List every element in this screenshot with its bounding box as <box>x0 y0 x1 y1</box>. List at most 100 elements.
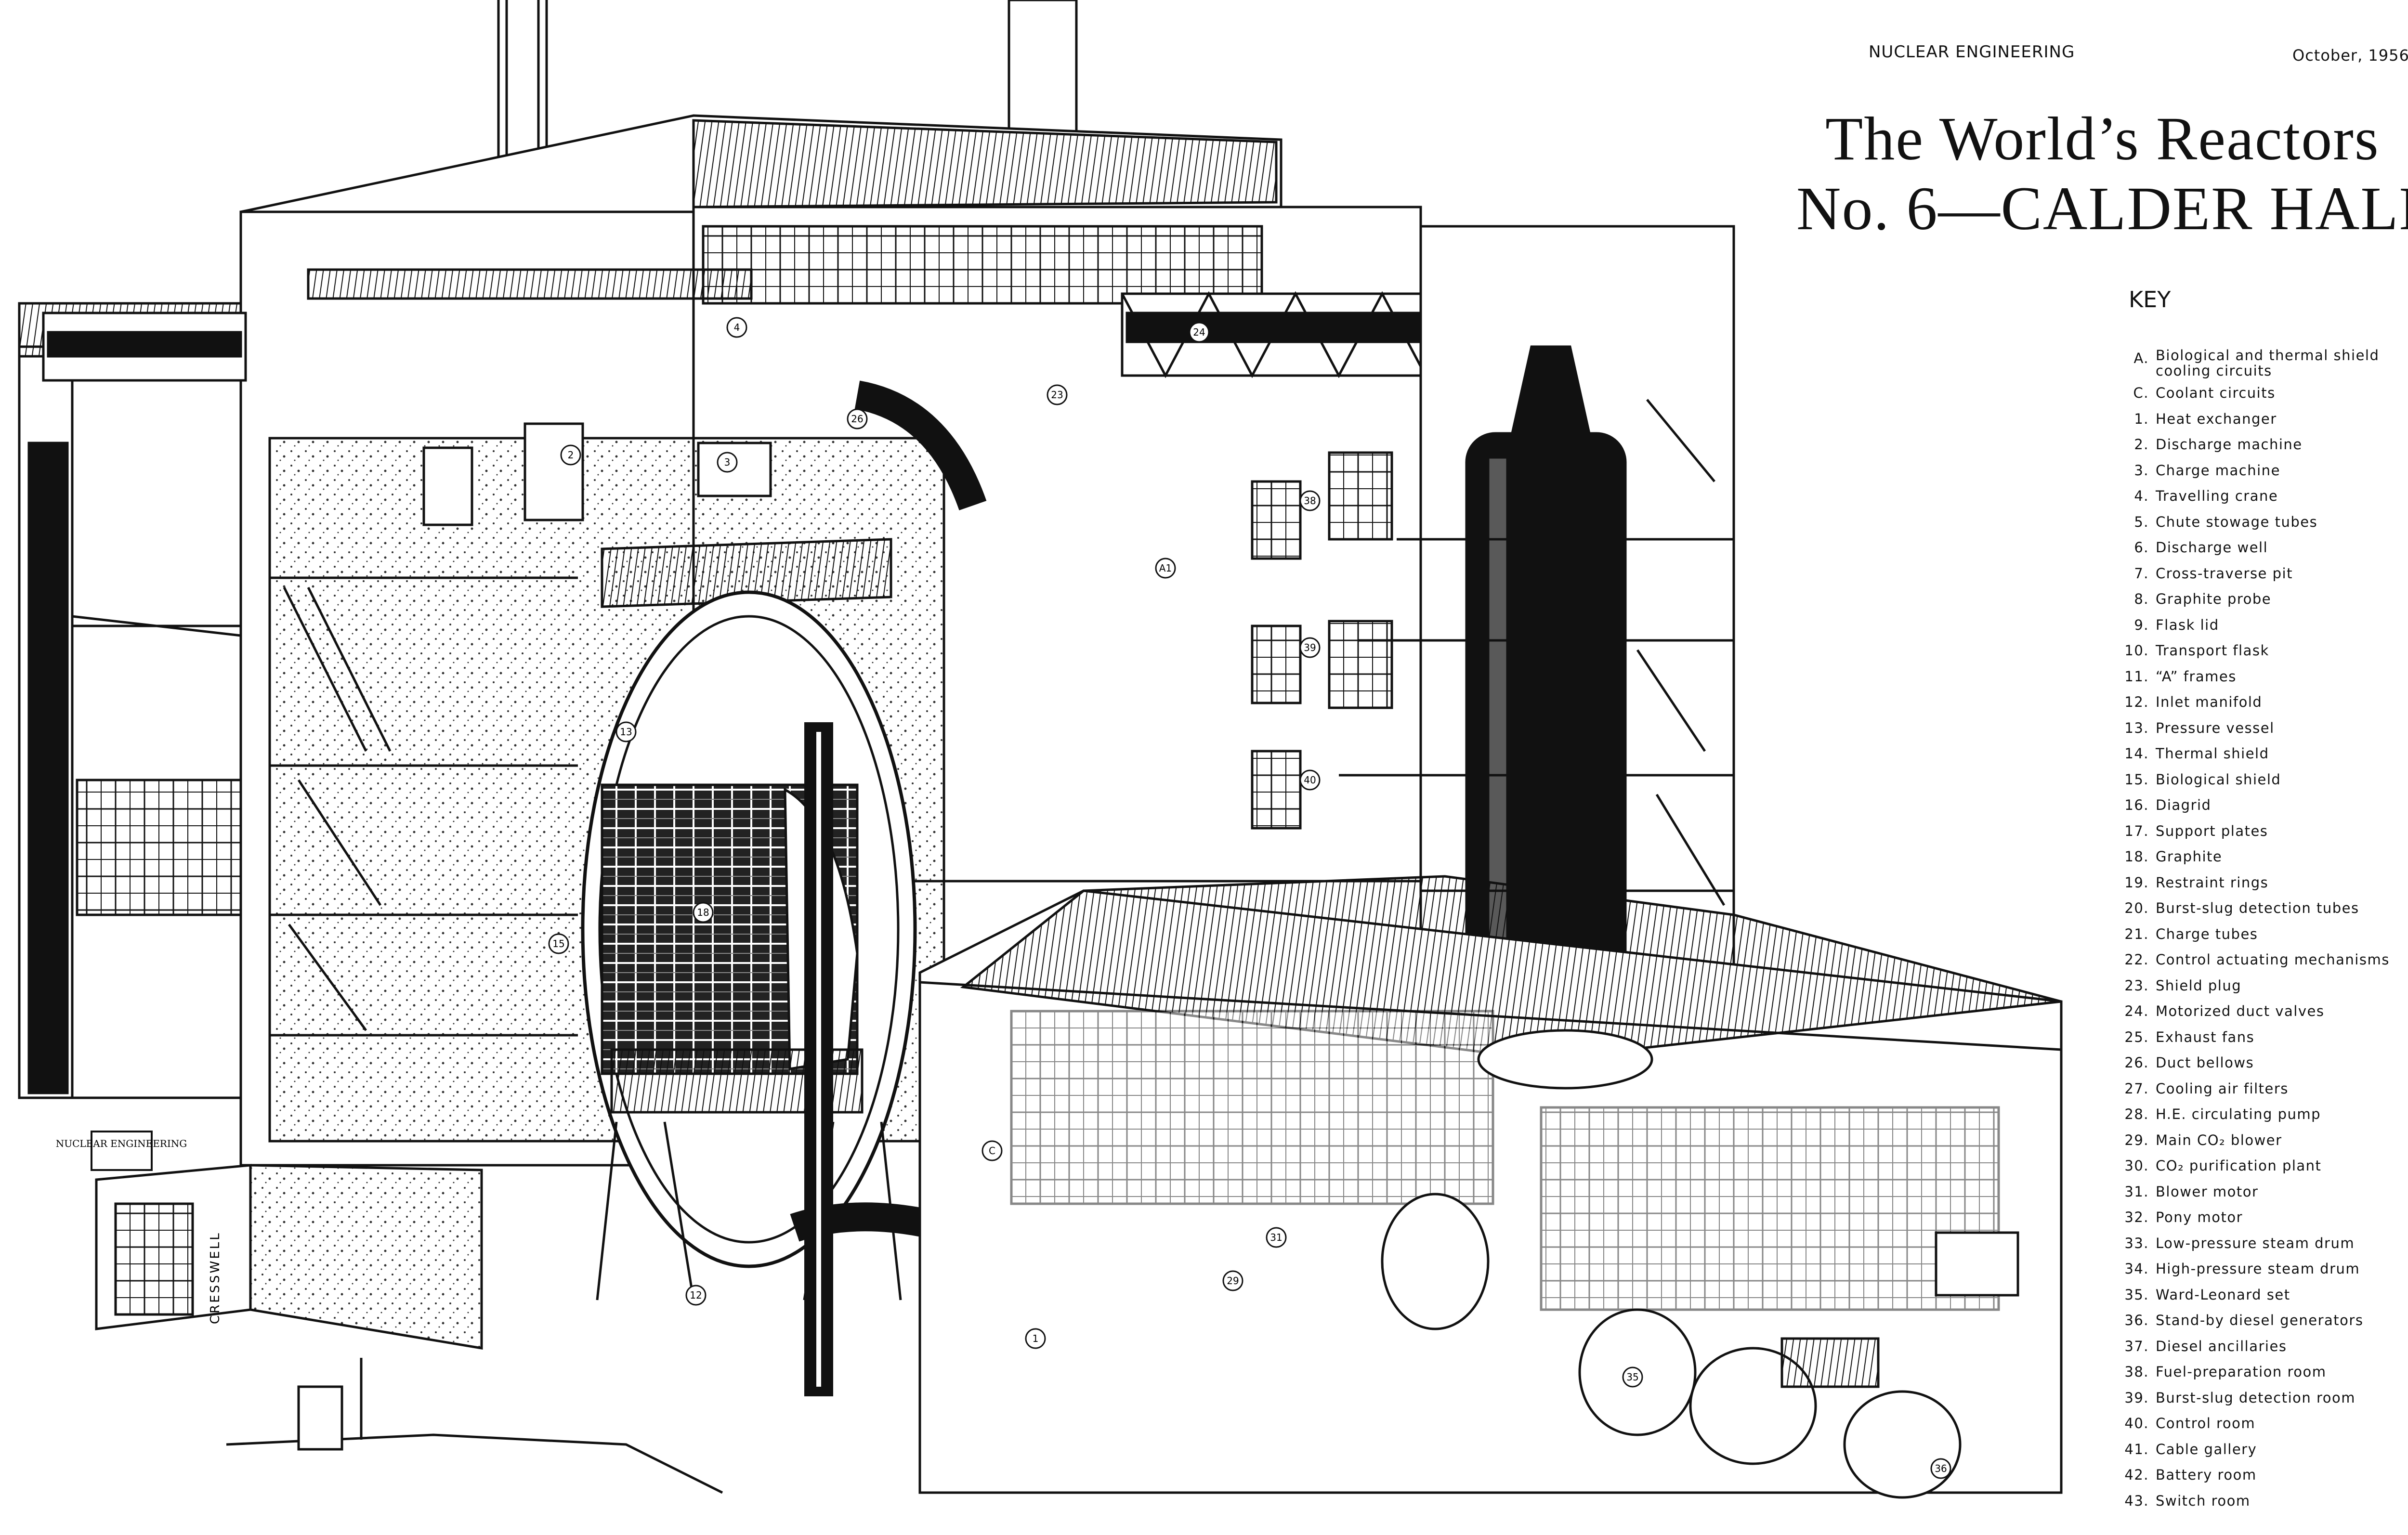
key-item: 38.Fuel-preparation room <box>2109 1359 2408 1385</box>
key-item-number: 29. <box>2124 1132 2149 1148</box>
key-item-number: C. <box>2133 385 2149 401</box>
key-item: 31.Blower motor <box>2109 1179 2408 1205</box>
key-item-label: Burst-slug detection room <box>2156 1389 2356 1406</box>
key-item-number: 35. <box>2124 1286 2149 1303</box>
key-item-label: Charge tubes <box>2156 925 2258 942</box>
key-item-label: Biological shield <box>2156 771 2281 788</box>
key-item-number: 23. <box>2124 977 2149 994</box>
callout-label: 18 <box>697 907 709 918</box>
key-item-label: Pony motor <box>2156 1209 2243 1225</box>
key-item-number: 19. <box>2124 874 2149 891</box>
key-item: 21. Charge tubes <box>2109 922 2408 948</box>
key-item-number: 5. <box>2134 513 2149 530</box>
key-item: 5.Chute stowage tubes <box>2109 509 2408 535</box>
key-item-label: Pressure vessel <box>2156 719 2275 736</box>
key-item: 4.Travelling crane <box>2109 483 2408 509</box>
publication-name: NUCLEAR ENGINEERING <box>1869 42 2075 62</box>
key-item: 22.Control actuating mechanisms <box>2109 947 2408 973</box>
key-item-number: 4. <box>2134 488 2149 504</box>
callout-marker: 24 <box>1189 322 1210 343</box>
callout-label: 24 <box>1193 326 1205 338</box>
key-item: 40.Control room <box>2109 1411 2408 1437</box>
callout-marker: 3 <box>717 452 738 473</box>
callout-label: 1 <box>1033 1333 1039 1344</box>
key-item-number: 10. <box>2124 642 2149 659</box>
reactor-pressure-vessel <box>581 590 917 1301</box>
key-item-label: Thermal shield <box>2156 745 2269 762</box>
key-item-number: 39. <box>2124 1389 2149 1406</box>
callout-label: 15 <box>552 938 564 950</box>
key-item: 27.Cooling air filters <box>2109 1076 2408 1102</box>
key-item: 34.High-pressure steam drum <box>2109 1256 2408 1282</box>
key-item: 37.Diesel ancillaries <box>2109 1334 2408 1360</box>
callout-label: 31 <box>1270 1232 1282 1243</box>
key-item-label: H.E. circulating pump <box>2156 1106 2321 1122</box>
key-heading: KEY <box>2129 286 2171 312</box>
key-item-number: 25. <box>2124 1028 2149 1045</box>
key-item: 29. Main CO₂ blower <box>2109 1128 2408 1154</box>
callout-marker: 31 <box>1266 1227 1287 1248</box>
key-item: 6.Discharge well <box>2109 535 2408 561</box>
key-item: 25.Exhaust fans <box>2109 1025 2408 1051</box>
key-item: 24.Motorized duct valves <box>2109 999 2408 1025</box>
key-item-label: Cross-traverse pit <box>2156 565 2293 582</box>
callout-marker: A1 <box>1155 558 1176 579</box>
key-item-label: Restraint rings <box>2156 874 2269 891</box>
key-item-label: Discharge machine <box>2156 436 2303 453</box>
key-item-number: A. <box>2133 350 2149 366</box>
key-item: 15.Biological shield <box>2109 767 2408 793</box>
key-item-number: 34. <box>2124 1261 2149 1277</box>
key-item-label: Coolant circuits <box>2156 385 2276 401</box>
key-item-number: 8. <box>2134 591 2149 607</box>
callout-marker: 15 <box>548 933 569 954</box>
key-item: 28.H.E. circulating pump <box>2109 1102 2408 1128</box>
key-item-number: 41. <box>2124 1441 2149 1457</box>
key-item-label: Fuel-preparation room <box>2156 1364 2327 1380</box>
callout-label: 36 <box>1935 1463 1947 1474</box>
callout-marker: 38 <box>1299 490 1321 511</box>
key-item: 33.Low-pressure steam drum <box>2109 1231 2408 1257</box>
key-item: 11.“A” frames <box>2109 664 2408 690</box>
key-item-number: 33. <box>2124 1235 2149 1251</box>
key-item: 42.Battery room <box>2109 1462 2408 1488</box>
key-item: 3.Charge machine <box>2109 458 2408 484</box>
key-item-label: Cable gallery <box>2156 1441 2257 1457</box>
callout-marker: 1 <box>1025 1328 1046 1349</box>
page-subtitle: No. 6—CALDER HALL <box>1796 174 2408 243</box>
key-item: 41. Cable gallery <box>2109 1437 2408 1463</box>
key-item-number: 16. <box>2124 797 2149 813</box>
callout-label: 40 <box>1304 774 1316 786</box>
key-item-number: 31. <box>2124 1183 2149 1200</box>
key-item-label: Flask lid <box>2156 616 2219 633</box>
key-item-number: 2. <box>2134 436 2149 453</box>
key-item-number: 14. <box>2124 745 2149 762</box>
key-item: 2. Discharge machine <box>2109 432 2408 458</box>
key-item-label: Cooling air filters <box>2156 1080 2289 1097</box>
key-item-number: 21. <box>2124 925 2149 942</box>
key-item-number: 18. <box>2124 848 2149 865</box>
key-item-label: Charge machine <box>2156 462 2280 479</box>
callout-label: 2 <box>568 449 574 461</box>
callout-marker: 4 <box>726 317 747 338</box>
key-list: A.Biological and thermal shield cooling … <box>2109 346 2408 1514</box>
key-item-label: Inlet manifold <box>2156 694 2263 710</box>
key-item-label: Stand-by diesel generators <box>2156 1312 2364 1328</box>
key-item-number: 30. <box>2124 1158 2149 1174</box>
callout-marker: 18 <box>693 902 714 923</box>
callout-marker: 12 <box>685 1285 707 1306</box>
key-item: 14. Thermal shield <box>2109 741 2408 767</box>
key-item: 17.Support plates <box>2109 819 2408 845</box>
key-item-label: Diagrid <box>2156 797 2212 813</box>
key-item: 39. Burst-slug detection room <box>2109 1385 2408 1411</box>
artist-signature: CRESSWELL <box>208 1231 222 1324</box>
key-item-number: 12. <box>2124 694 2149 710</box>
callout-label: 29 <box>1227 1275 1239 1287</box>
callout-marker: 40 <box>1299 769 1321 791</box>
key-item: 30.CO₂ purification plant <box>2109 1153 2408 1179</box>
key-item-label: Main CO₂ blower <box>2156 1132 2282 1148</box>
callout-label: 4 <box>734 322 740 333</box>
key-item-number: 24. <box>2124 1003 2149 1019</box>
callout-marker: 36 <box>1930 1458 1951 1479</box>
key-item-label: Control room <box>2156 1415 2256 1431</box>
key-item-label: Shield plug <box>2156 977 2242 994</box>
